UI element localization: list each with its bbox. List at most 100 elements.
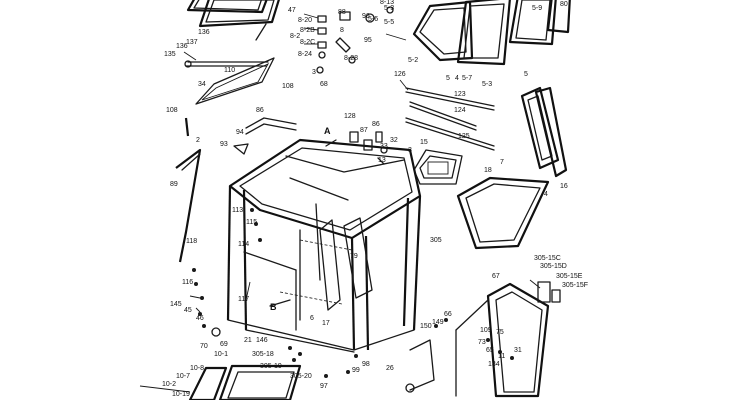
side-rail-89 bbox=[175, 148, 202, 263]
label-135: 135 bbox=[164, 51, 176, 58]
label-108: 108 bbox=[166, 107, 178, 114]
label-32: 32 bbox=[390, 137, 398, 144]
label-137: 137 bbox=[186, 39, 198, 46]
label-4-top: 4 bbox=[455, 75, 459, 82]
label-99: 99 bbox=[352, 367, 360, 374]
label-8-2: 8-2 bbox=[290, 33, 300, 40]
label-94: 94 bbox=[236, 129, 244, 136]
label-5-2: 5-2 bbox=[408, 57, 418, 64]
arrow-a-b bbox=[269, 139, 337, 307]
window-frame-18 bbox=[456, 176, 550, 250]
label-5: 5 bbox=[446, 75, 450, 82]
label-11: 11 bbox=[498, 353, 505, 360]
label-149: 149 bbox=[432, 319, 444, 326]
label-108-top: 108 bbox=[282, 83, 294, 90]
label-10-7: 10-7 bbox=[176, 373, 190, 380]
door-frame-5 bbox=[456, 0, 511, 66]
label-2: 2 bbox=[196, 137, 200, 144]
label-8-8: 88 bbox=[338, 9, 346, 16]
clamp-parts bbox=[349, 131, 388, 165]
label-115: 115 bbox=[246, 219, 257, 226]
label-86: 86 bbox=[256, 107, 264, 114]
label-125: 125 bbox=[458, 133, 470, 140]
label-75: 75 bbox=[496, 329, 504, 336]
label-8-3: 3 bbox=[312, 69, 316, 76]
label-86b: 86 bbox=[372, 121, 380, 128]
label-34: 34 bbox=[198, 81, 206, 88]
top-left-window-frames bbox=[184, 0, 280, 68]
label-305-15e: 305-15E bbox=[556, 273, 583, 280]
leader-lines bbox=[139, 13, 541, 393]
label-134: 134 bbox=[488, 361, 500, 368]
label-117: 117 bbox=[238, 296, 249, 303]
label-65: 65 bbox=[486, 347, 494, 354]
label-5-right: 5 bbox=[524, 71, 528, 78]
label-5-5: 5-5 bbox=[384, 19, 394, 26]
label-17: 17 bbox=[322, 320, 330, 327]
label-7: 7 bbox=[500, 159, 504, 166]
label-89: 89 bbox=[170, 181, 178, 188]
lower-window-10 bbox=[188, 364, 302, 400]
door-frame-5-9 bbox=[508, 0, 557, 46]
label-118: 118 bbox=[186, 238, 197, 245]
label-b: B bbox=[270, 302, 277, 312]
label-305-18: 305-18 bbox=[252, 351, 274, 358]
label-21: 21 bbox=[244, 337, 252, 344]
label-8-24: 8-24 bbox=[298, 51, 312, 58]
label-96: 96 bbox=[362, 13, 370, 20]
cab-frame bbox=[226, 138, 422, 353]
label-126: 126 bbox=[394, 71, 406, 78]
label-98: 98 bbox=[362, 361, 370, 368]
label-26: 26 bbox=[386, 365, 394, 372]
label-146: 146 bbox=[256, 337, 268, 344]
bracket-93 bbox=[233, 143, 249, 155]
label-8-28: 8-28 bbox=[344, 55, 358, 62]
callout-labels: 47 8-20 88 96 8-13 5-3 5-6 5-5 8-2 8-2C … bbox=[162, 0, 588, 398]
label-8-2c: 8-2C bbox=[300, 39, 315, 46]
label-305-15c: 305-15C bbox=[534, 255, 561, 262]
label-5-9: 5-9 bbox=[532, 5, 542, 12]
label-8: 8 bbox=[340, 27, 344, 34]
label-136: 136 bbox=[176, 43, 188, 50]
label-136b: 136 bbox=[198, 29, 210, 36]
label-18: 18 bbox=[484, 167, 492, 174]
label-128: 128 bbox=[344, 113, 356, 120]
label-97: 97 bbox=[320, 383, 328, 390]
label-113: 113 bbox=[232, 207, 243, 214]
handrail-rods bbox=[405, 87, 495, 151]
label-13: 13 bbox=[378, 157, 386, 164]
label-45: 45 bbox=[184, 307, 192, 314]
glass-pane-108 bbox=[195, 57, 275, 105]
label-16: 16 bbox=[560, 183, 568, 190]
label-67: 67 bbox=[492, 273, 500, 280]
label-305-15d: 305-15D bbox=[540, 263, 567, 270]
label-33: 33 bbox=[380, 143, 388, 150]
label-5-3-top: 5-3 bbox=[384, 5, 394, 12]
label-145: 145 bbox=[170, 301, 182, 308]
label-66: 66 bbox=[444, 311, 452, 318]
label-70: 70 bbox=[200, 343, 208, 350]
label-87: 87 bbox=[360, 127, 368, 134]
cab-door-67 bbox=[455, 281, 561, 398]
rod-2 bbox=[184, 117, 190, 137]
label-10-2: 10-2 bbox=[162, 381, 176, 388]
label-5-6: 5-6 bbox=[368, 16, 378, 23]
label-305-19: 305-19 bbox=[260, 363, 282, 370]
label-305: 305 bbox=[430, 237, 442, 244]
label-4: 4 bbox=[544, 191, 548, 198]
label-150: 150 bbox=[420, 323, 432, 330]
side-window-4 bbox=[520, 86, 568, 178]
label-47: 47 bbox=[288, 7, 296, 14]
bracket-parts-8 bbox=[316, 6, 394, 74]
label-93: 93 bbox=[220, 141, 228, 148]
label-79: 79 bbox=[350, 253, 358, 260]
label-6: 6 bbox=[310, 315, 314, 322]
label-10-8: 10-8 bbox=[190, 365, 204, 372]
label-68: 68 bbox=[320, 81, 328, 88]
label-31: 31 bbox=[514, 347, 522, 354]
label-305-15f: 305-15F bbox=[562, 282, 588, 289]
label-8-20: 8-20 bbox=[298, 17, 312, 24]
label-123: 123 bbox=[454, 91, 466, 98]
